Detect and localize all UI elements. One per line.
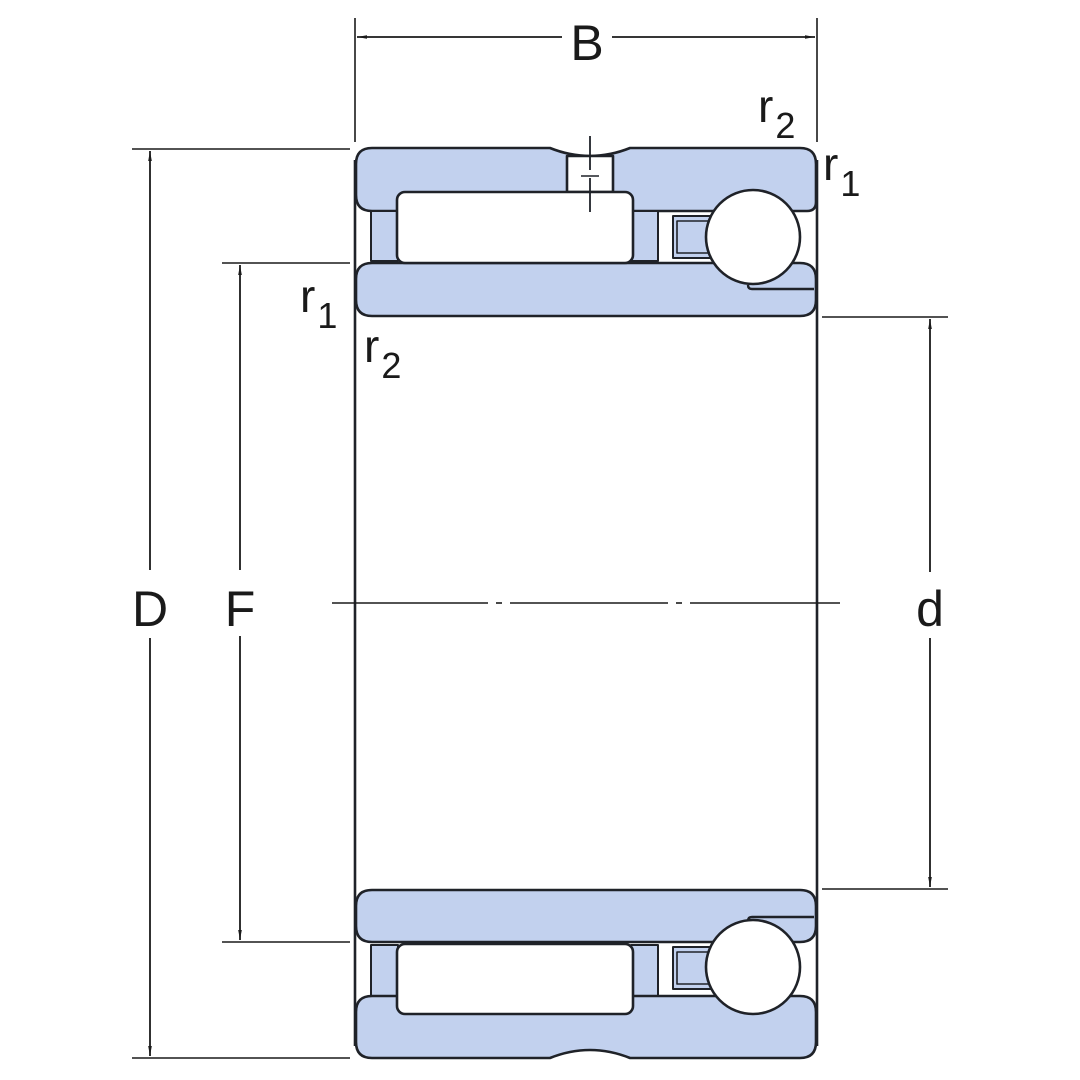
top-inner-ring	[354, 261, 818, 318]
radius-label-r2-top: r2	[758, 80, 795, 146]
radius-label-r1-left: r1	[300, 270, 337, 336]
extension-lines	[132, 18, 948, 1059]
bottom-needle-roller	[395, 942, 635, 1016]
bottom-section	[354, 888, 818, 1060]
top-ball	[704, 188, 802, 286]
dimension-lines	[148, 35, 932, 1056]
dim-label-B: B	[570, 15, 603, 71]
bottom-inner-ring	[354, 888, 818, 944]
top-cage-mid	[630, 210, 659, 262]
dim-label-d: d	[916, 581, 944, 637]
top-section	[354, 146, 818, 318]
bottom-ball	[704, 918, 802, 1016]
dim-label-D: D	[132, 581, 168, 637]
radius-label-r2-left: r2	[364, 320, 401, 386]
bottom-cage-mid	[630, 944, 659, 998]
bottom-cage-left	[370, 944, 399, 998]
bottom-ball-cage-inner	[676, 951, 710, 985]
top-needle-roller	[395, 190, 635, 265]
top-cage-left	[370, 210, 399, 262]
top-ball-cage-inner	[676, 220, 710, 254]
dim-label-F: F	[225, 581, 256, 637]
radius-label-r1-top: r1	[823, 138, 860, 204]
